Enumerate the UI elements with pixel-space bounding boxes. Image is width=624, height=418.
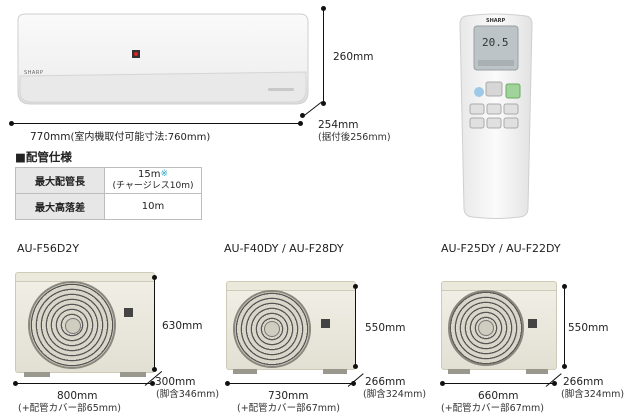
- outdoor-3-width-dot: [440, 381, 445, 386]
- fan-hub: [65, 318, 81, 334]
- indoor-width-caption: 770mm(室内機取付可能寸法:760mm): [30, 131, 210, 144]
- outdoor-unit-3-foot: [526, 369, 548, 374]
- indoor-width-note: (室内機取付可能寸法:760mm): [70, 132, 211, 143]
- remote-brand-label: SHARP: [486, 18, 506, 24]
- outdoor-unit-1-foot: [120, 372, 146, 377]
- indoor-depth-note: (据付後256mm): [318, 132, 391, 143]
- remote-control: SHARP 20.5: [456, 12, 536, 220]
- indoor-height-line: [323, 9, 324, 104]
- outdoor-2-height-dot: [353, 284, 358, 289]
- fan-hub: [264, 321, 280, 337]
- outdoor-model-1: AU-F56D2Y: [17, 242, 80, 255]
- outdoor-unit-1: [15, 272, 155, 377]
- indoor-depth-dot: [300, 113, 305, 118]
- outdoor-unit-2: [226, 281, 356, 374]
- outdoor-2-height-dot: [353, 364, 358, 369]
- remote-temp-display: 20.5: [482, 36, 509, 49]
- max-pipe-length-value: 15m: [137, 169, 161, 180]
- outdoor-2-width-dot: [225, 381, 230, 386]
- brand-logo-icon: [124, 308, 133, 317]
- outdoor-unit-3: [441, 281, 557, 374]
- outdoor-model-3: AU-F25DY / AU-F22DY: [441, 242, 561, 255]
- max-pipe-length-header: 最大配管長: [15, 167, 105, 194]
- outdoor-3-depth-note: (脚含324mm): [561, 389, 624, 400]
- outdoor-unit-2-top: [226, 281, 356, 291]
- outdoor-unit-2-foot: [323, 369, 347, 374]
- outdoor-1-depth-note: (脚含346mm): [156, 389, 220, 400]
- outdoor-1-height-dot: [152, 367, 157, 372]
- fan-hub: [478, 320, 494, 336]
- outdoor-1-width-note: (+配管カバー部65mm): [18, 403, 121, 414]
- outdoor-2-width-dot: [351, 381, 356, 386]
- piping-title: ■配管仕様: [15, 150, 72, 164]
- outdoor-2-depth-note: (脚含324mm): [363, 389, 427, 400]
- outdoor-2-depth-label: 266mm: [365, 376, 406, 388]
- indoor-width-dot-left: [9, 121, 14, 126]
- outdoor-model-2: AU-F40DY / AU-F28DY: [224, 242, 344, 255]
- table-row: 最大高落差 10m: [15, 193, 202, 220]
- brand-logo-icon: [528, 319, 537, 328]
- outdoor-2-width-label: 730mm: [268, 390, 309, 402]
- outdoor-3-height-line: [564, 287, 565, 367]
- outdoor-3-width-line: [443, 383, 555, 384]
- table-row: 最大配管長 15m※ (チャージレス10m): [15, 167, 202, 194]
- outdoor-1-width-dot: [13, 381, 18, 386]
- fan-grille-icon: [448, 290, 524, 366]
- outdoor-3-width-dot: [552, 381, 557, 386]
- outdoor-3-height-dot: [562, 364, 567, 369]
- outdoor-3-depth-label: 266mm: [563, 376, 604, 388]
- outdoor-unit-1-top: [15, 272, 155, 282]
- indoor-depth-label: 254mm: [318, 119, 359, 131]
- max-pipe-length-cell: 15m※ (チャージレス10m): [104, 167, 202, 194]
- outdoor-2-height-label: 550mm: [365, 322, 406, 334]
- max-height-diff-value: 10m: [104, 193, 202, 220]
- outdoor-unit-3-top: [441, 281, 557, 291]
- chargeless-note: (チャージレス10m): [112, 181, 194, 191]
- max-height-diff-header: 最大高落差: [15, 193, 105, 220]
- piping-table: 最大配管長 15m※ (チャージレス10m) 最大高落差 10m: [15, 167, 202, 220]
- remote-illustration: [459, 13, 533, 219]
- indoor-height-dot-top: [321, 6, 326, 11]
- outdoor-2-depth-line: [347, 373, 364, 387]
- chargeless-note-mark: ※: [160, 169, 168, 179]
- outdoor-1-width-label: 800mm: [57, 390, 98, 402]
- indoor-width-dot-right: [298, 121, 303, 126]
- outdoor-1-depth-label: 300mm: [155, 376, 196, 388]
- outdoor-1-width-dot: [150, 381, 155, 386]
- outdoor-3-height-dot: [562, 284, 567, 289]
- outdoor-1-height-label: 630mm: [162, 320, 203, 332]
- outdoor-unit-2-foot: [233, 369, 257, 374]
- outdoor-2-height-line: [355, 287, 356, 367]
- outdoor-3-width-note: (+配管カバー部67mm): [441, 403, 544, 414]
- indoor-unit-illustration: [17, 13, 309, 105]
- indoor-height-dot-bottom: [321, 101, 326, 106]
- indoor-height-label: 260mm: [333, 51, 374, 63]
- outdoor-3-width-label: 660mm: [478, 390, 519, 402]
- indoor-width-line: [11, 123, 301, 124]
- outdoor-1-height-line: [154, 278, 155, 370]
- indoor-brand-label: SHARP: [24, 70, 44, 76]
- outdoor-unit-1-foot: [24, 372, 50, 377]
- outdoor-2-width-line: [228, 383, 354, 384]
- outdoor-2-width-note: (+配管カバー部67mm): [237, 403, 340, 414]
- indoor-unit: SHARP: [12, 12, 312, 108]
- outdoor-3-height-label: 550mm: [568, 322, 609, 334]
- outdoor-unit-3-foot: [448, 369, 470, 374]
- brand-logo-icon: [321, 319, 330, 328]
- outdoor-1-height-dot: [152, 275, 157, 280]
- outdoor-1-width-line: [16, 383, 153, 384]
- indoor-width-label: 770mm: [30, 131, 71, 143]
